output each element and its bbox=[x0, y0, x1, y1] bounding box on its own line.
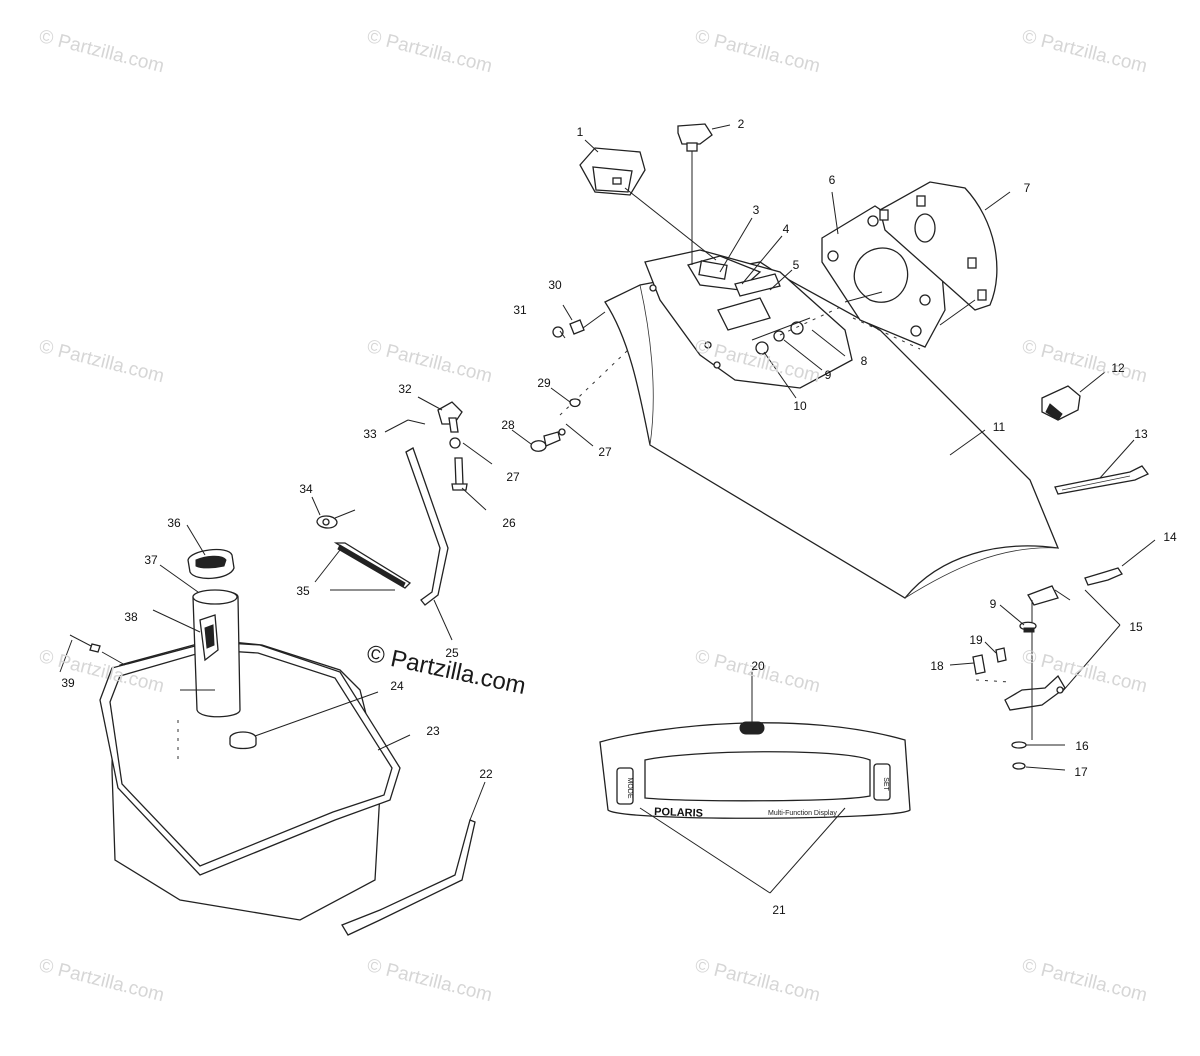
fuel-tank bbox=[99, 589, 401, 921]
callout-label: 14 bbox=[1163, 530, 1177, 544]
callout-label: 6 bbox=[828, 173, 836, 187]
display-set-label: SET bbox=[882, 777, 889, 791]
console-housing bbox=[644, 249, 853, 389]
callout-label: 35 bbox=[296, 584, 310, 598]
display-mode-label: MODE bbox=[626, 778, 633, 799]
plug-part-2 bbox=[677, 123, 713, 265]
fuel-cap-part-36 bbox=[187, 548, 235, 579]
callout-label: 18 bbox=[930, 659, 944, 673]
screw-part-39 bbox=[69, 634, 126, 666]
callout-label: 32 bbox=[398, 382, 412, 396]
callout-label: 38 bbox=[124, 610, 138, 624]
seal-strip-part-22 bbox=[341, 819, 476, 936]
callout-label: 20 bbox=[751, 659, 765, 673]
callout-label: 3 bbox=[752, 203, 760, 217]
callout-label: 11 bbox=[992, 420, 1006, 434]
callout-label: 39 bbox=[61, 676, 75, 690]
callout-label: 1 bbox=[576, 125, 584, 139]
display-caption: Multi-Function Display bbox=[768, 810, 837, 817]
callout-label: 22 bbox=[479, 767, 493, 781]
callout-label: 25 bbox=[445, 646, 459, 660]
callout-label: 8 bbox=[860, 354, 868, 368]
callout-label: 12 bbox=[1111, 361, 1125, 375]
bracket-part-7 bbox=[879, 181, 998, 311]
hinge-hardware bbox=[972, 567, 1123, 770]
callout-label: 5 bbox=[792, 258, 800, 272]
callout-label: 36 bbox=[167, 516, 181, 530]
switch-part-1 bbox=[579, 147, 717, 261]
callout-label: 34 bbox=[299, 482, 313, 496]
callout-label: 9 bbox=[824, 368, 832, 382]
callout-label: 19 bbox=[969, 633, 983, 647]
callout-label: 10 bbox=[793, 399, 807, 413]
callout-label: 26 bbox=[502, 516, 516, 530]
callout-label: 15 bbox=[1129, 620, 1143, 634]
callout-label: 21 bbox=[772, 903, 786, 917]
callout-label: 9 bbox=[989, 597, 997, 611]
callout-label: 31 bbox=[513, 303, 527, 317]
callout-label: 29 bbox=[537, 376, 551, 390]
callout-label: 27 bbox=[598, 445, 612, 459]
callout-label: 23 bbox=[426, 724, 440, 738]
callout-label: 16 bbox=[1075, 739, 1089, 753]
callout-label: 27 bbox=[506, 470, 520, 484]
callout-label: 13 bbox=[1134, 427, 1148, 441]
strip-part-13 bbox=[1054, 465, 1150, 495]
linkage-hardware bbox=[316, 311, 606, 641]
callout-label: 24 bbox=[390, 679, 404, 693]
callout-label: 7 bbox=[1023, 181, 1031, 195]
callout-label: 28 bbox=[501, 418, 515, 432]
callout-label: 4 bbox=[782, 222, 790, 236]
callout-label: 30 bbox=[548, 278, 562, 292]
clip-part-12 bbox=[1041, 385, 1081, 421]
display-assembly bbox=[599, 672, 911, 894]
callout-label: 33 bbox=[363, 427, 377, 441]
callout-label: 2 bbox=[737, 117, 745, 131]
callout-label: 17 bbox=[1074, 765, 1088, 779]
leader-lines bbox=[59, 124, 1156, 821]
callout-label: 37 bbox=[144, 553, 158, 567]
display-brand: POLARIS bbox=[654, 806, 703, 820]
